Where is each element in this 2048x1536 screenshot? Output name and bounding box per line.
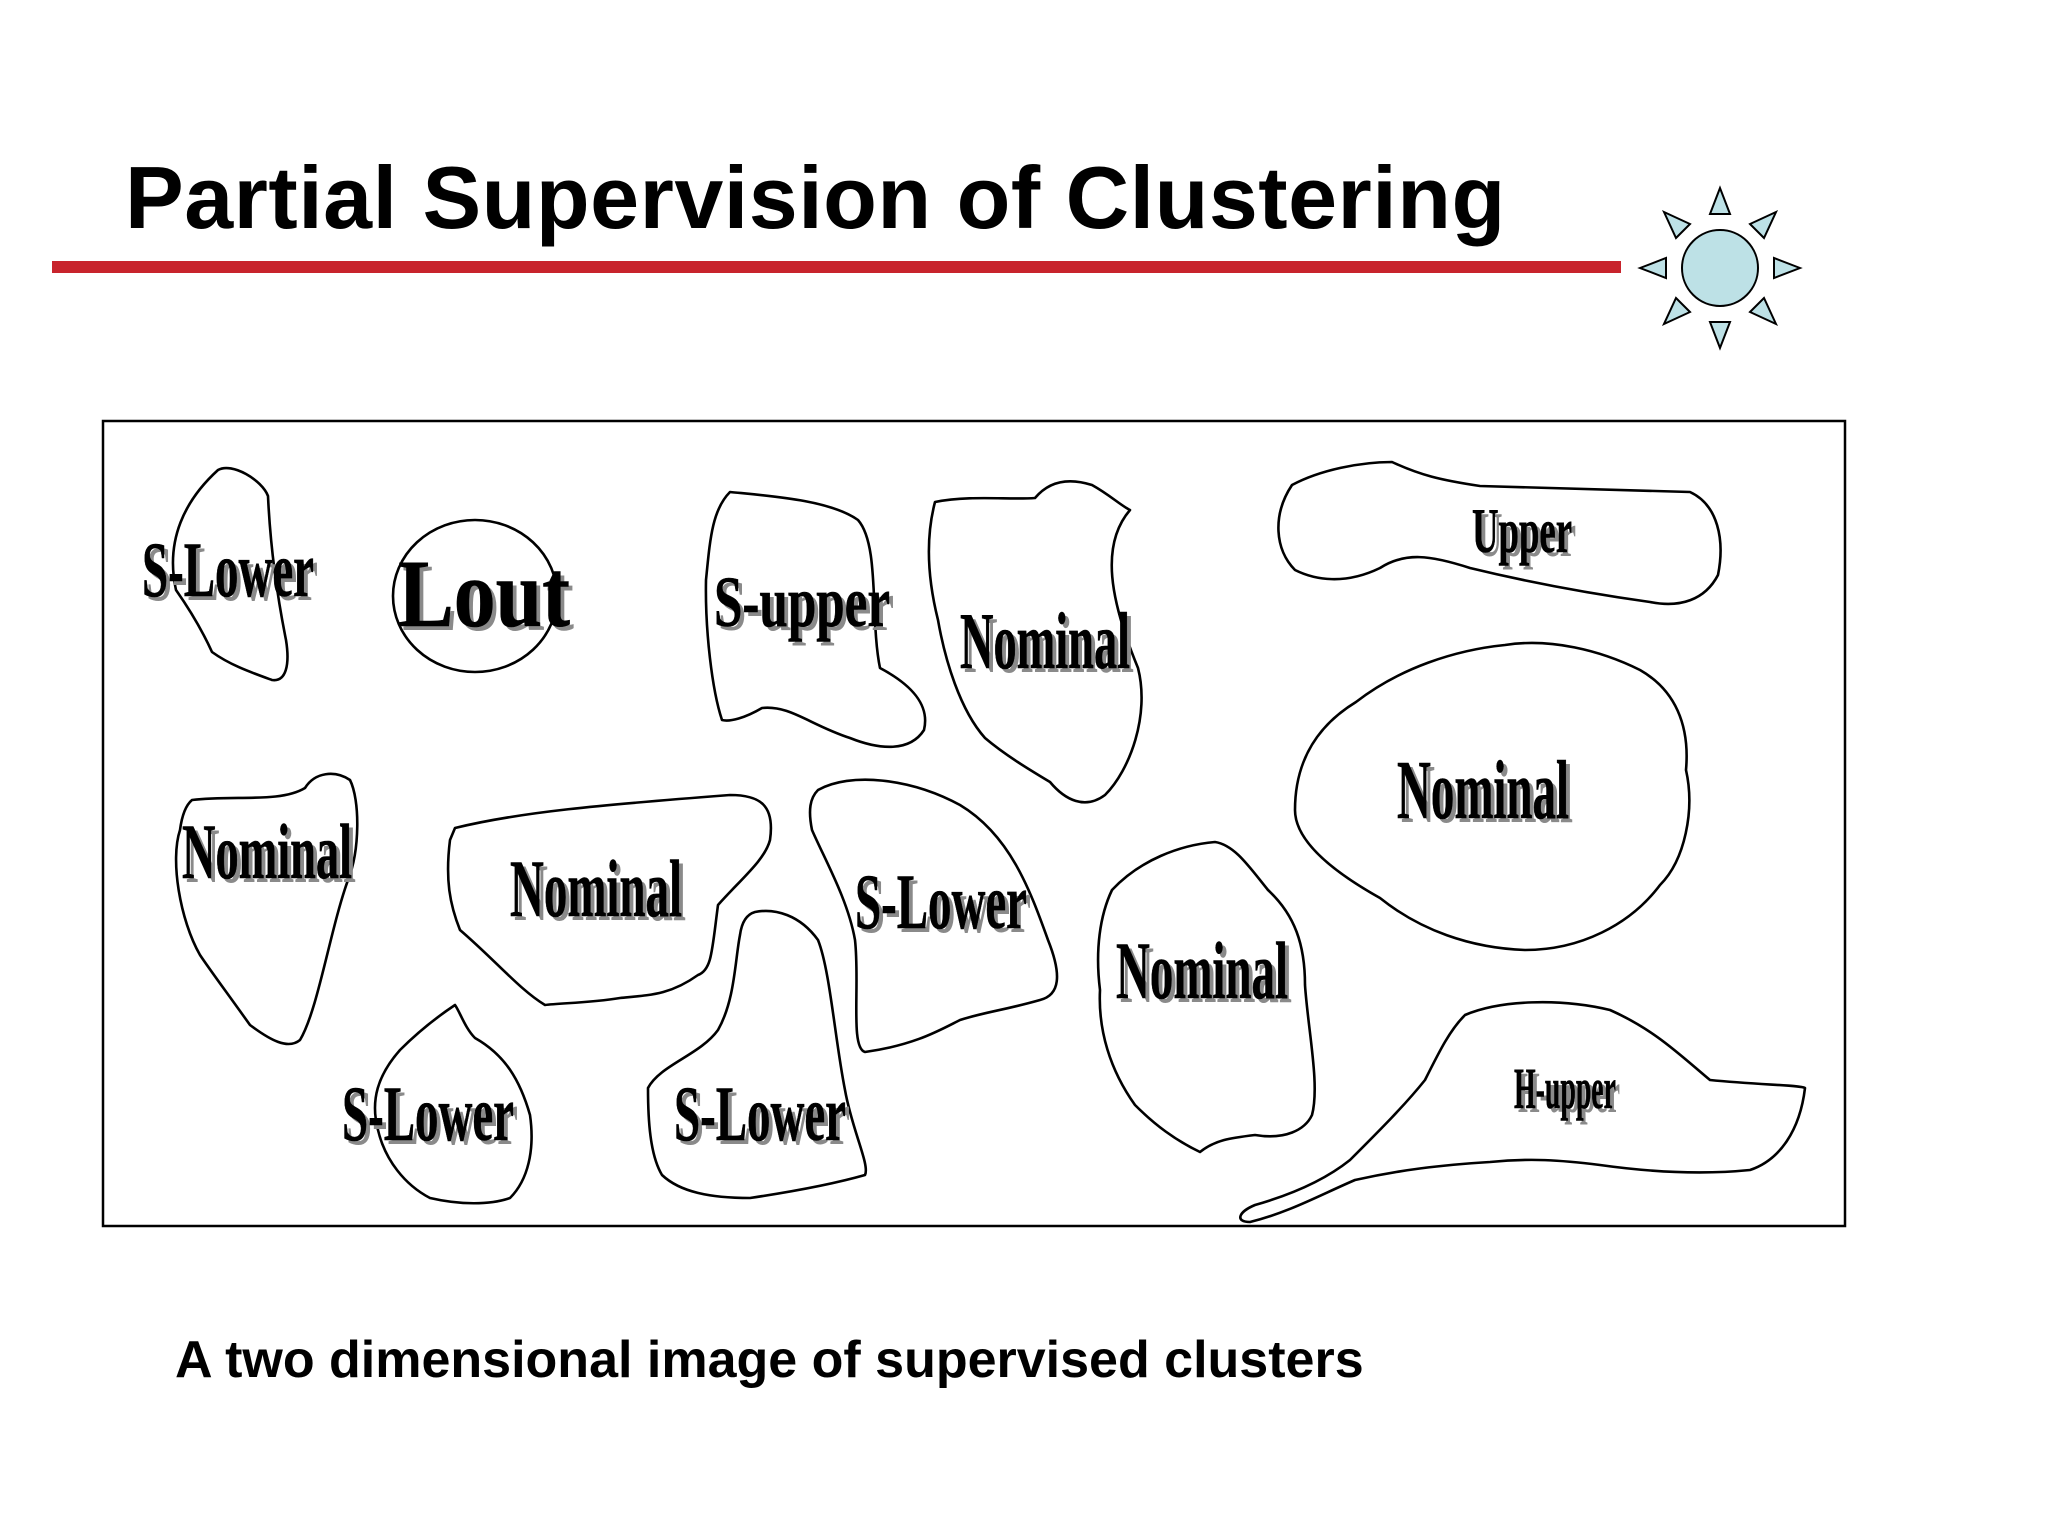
- cluster-label: Nominal: [1397, 744, 1569, 837]
- cluster-label-shadow: H-upper: [1518, 1060, 1620, 1125]
- cluster-label: Upper: [1472, 495, 1572, 566]
- title-underline: [52, 261, 1621, 273]
- sun-icon: [1637, 185, 1803, 351]
- cluster-label-shadow: Upper: [1476, 499, 1576, 570]
- cluster-label: Lout: [398, 540, 570, 647]
- cluster-c8: Nominal Nominal: [446, 793, 773, 1007]
- cluster-label-shadow: Nominal: [1120, 929, 1292, 1020]
- cluster-c10: Nominal Nominal: [1096, 840, 1317, 1154]
- cluster-c5: Upper Upper: [1277, 460, 1722, 606]
- cluster-c13: H-upper H-upper: [1239, 1000, 1807, 1224]
- cluster-label: Nominal: [960, 598, 1130, 686]
- cluster-label: Nominal: [510, 843, 682, 934]
- cluster-label: S-upper: [714, 562, 890, 642]
- cluster-label: Nominal: [1116, 925, 1288, 1016]
- cluster-label-shadow: S-Lower: [859, 862, 1031, 949]
- cluster-c7: Nominal Nominal: [174, 772, 359, 1046]
- cluster-label: S-Lower: [855, 858, 1027, 945]
- cluster-c11: S-Lower S-Lower: [342, 1003, 533, 1205]
- diagram-frame: [101, 419, 1847, 1228]
- cluster-c12: S-Lower S-Lower: [646, 909, 868, 1200]
- cluster-c4: Nominal Nominal: [927, 479, 1143, 804]
- cluster-label-shadow: S-Lower: [346, 1074, 518, 1161]
- cluster-c3: S-upper S-upper: [704, 490, 927, 749]
- cluster-label-shadow: S-Lower: [678, 1074, 850, 1161]
- diagram-caption: A two dimensional image of supervised cl…: [175, 1331, 1364, 1389]
- cluster-label-shadow: S-Lower: [146, 530, 318, 617]
- cluster-c9: S-Lower S-Lower: [808, 778, 1059, 1054]
- cluster-label: S-Lower: [342, 1070, 514, 1157]
- cluster-c1: S-Lower S-Lower: [142, 466, 318, 682]
- cluster-label: S-Lower: [674, 1070, 846, 1157]
- cluster-label: S-Lower: [142, 526, 314, 613]
- cluster-label-shadow: Nominal: [186, 812, 356, 899]
- cluster-label-shadow: S-upper: [718, 566, 894, 646]
- cluster-c6: Nominal Nominal: [1293, 641, 1691, 952]
- cluster-label: H-upper: [1514, 1056, 1616, 1121]
- cluster-label-shadow: Lout: [402, 544, 574, 651]
- cluster-c2: Lout Lout: [391, 518, 574, 674]
- cluster-label-shadow: Nominal: [964, 602, 1134, 690]
- cluster-label-shadow: Nominal: [1401, 748, 1573, 841]
- cluster-label-shadow: Nominal: [514, 847, 686, 938]
- slide-title: Partial Supervision of Clustering: [125, 148, 1506, 247]
- cluster-label: Nominal: [182, 808, 352, 895]
